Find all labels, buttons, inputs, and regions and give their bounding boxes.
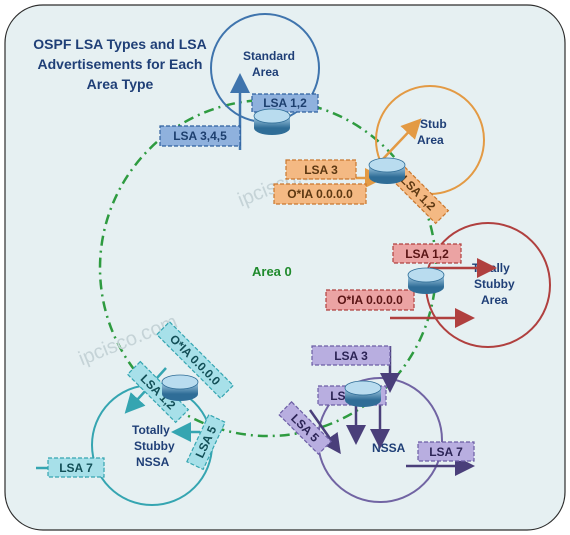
- svg-text:LSA 1,2: LSA 1,2: [405, 247, 449, 261]
- lsa-label-nssa-lsa3: LSA 3: [311, 345, 391, 366]
- standard-area-label: Standard: [243, 49, 295, 63]
- svg-text:LSA 3: LSA 3: [334, 349, 368, 363]
- lsa-label-tsa-oia: O*IA 0.0.0.0: [325, 289, 415, 311]
- stub-outbound-arrow: [381, 118, 422, 161]
- svg-text:LSA 3,4,5: LSA 3,4,5: [173, 129, 227, 143]
- router-icon: [344, 380, 382, 407]
- svg-text:O*IA 0.0.0.0: O*IA 0.0.0.0: [287, 187, 353, 201]
- router-icon: [368, 157, 406, 184]
- standard-area-label: Area: [252, 65, 279, 79]
- standard-area: Standard Area LSA 1,2 LSA 3,4,5: [159, 13, 320, 150]
- lsa-label-tsa-lsa12: LSA 1,2: [392, 243, 462, 264]
- stub-area-label: Stub: [420, 117, 447, 131]
- title-line: OSPF LSA Types and LSA: [33, 36, 207, 52]
- totally-stubby-nssa-label: NSSA: [136, 455, 170, 469]
- totally-stubby-area-label: Stubby: [474, 277, 515, 291]
- lsa-label-tsnssa-lsa7: LSA 7: [47, 457, 105, 478]
- lsa-label-standard-lsa345: LSA 3,4,5: [159, 125, 241, 147]
- title-line: Area Type: [86, 76, 154, 92]
- lsa-label-stub-oia: O*IA 0.0.0.0: [273, 183, 367, 205]
- totally-stubby-nssa-label: Stubby: [134, 439, 175, 453]
- nssa-area: NSSA LSA 3 LSA 1,2 LSA 5 LSA 7: [277, 345, 475, 503]
- totally-stubby-nssa-area: Totally Stubby NSSA O*IA 0.0.0.0 LSA 1,2…: [36, 320, 235, 506]
- nssa-area-label: NSSA: [372, 441, 406, 455]
- svg-text:O*IA 0.0.0.0: O*IA 0.0.0.0: [337, 293, 403, 307]
- svg-text:LSA 3: LSA 3: [304, 163, 338, 177]
- nssa-lsa5-arrow: [308, 409, 341, 455]
- stub-area-label: Area: [417, 133, 444, 147]
- diagram-title: OSPF LSA Types and LSA Advertisements fo…: [22, 34, 218, 94]
- lsa-label-standard-lsa12: LSA 1,2: [251, 93, 319, 113]
- router-icon: [161, 374, 199, 401]
- lsa-label-stub-lsa3: LSA 3: [285, 159, 357, 180]
- svg-text:LSA 1,2: LSA 1,2: [263, 96, 307, 110]
- svg-text:LSA 7: LSA 7: [59, 461, 93, 475]
- title-line: Advertisements for Each: [37, 56, 203, 72]
- svg-text:LSA 7: LSA 7: [429, 445, 463, 459]
- area0-label: Area 0: [252, 264, 292, 279]
- router-icon: [407, 267, 445, 294]
- totally-stubby-nssa-label: Totally: [132, 423, 170, 437]
- totally-stubby-area: Totally Stubby Area LSA 1,2 O*IA 0.0.0.0: [325, 222, 551, 348]
- totally-stubby-area-label: Area: [481, 293, 508, 307]
- router-icon: [253, 108, 291, 135]
- lsa-label-nssa-lsa7: LSA 7: [417, 441, 475, 462]
